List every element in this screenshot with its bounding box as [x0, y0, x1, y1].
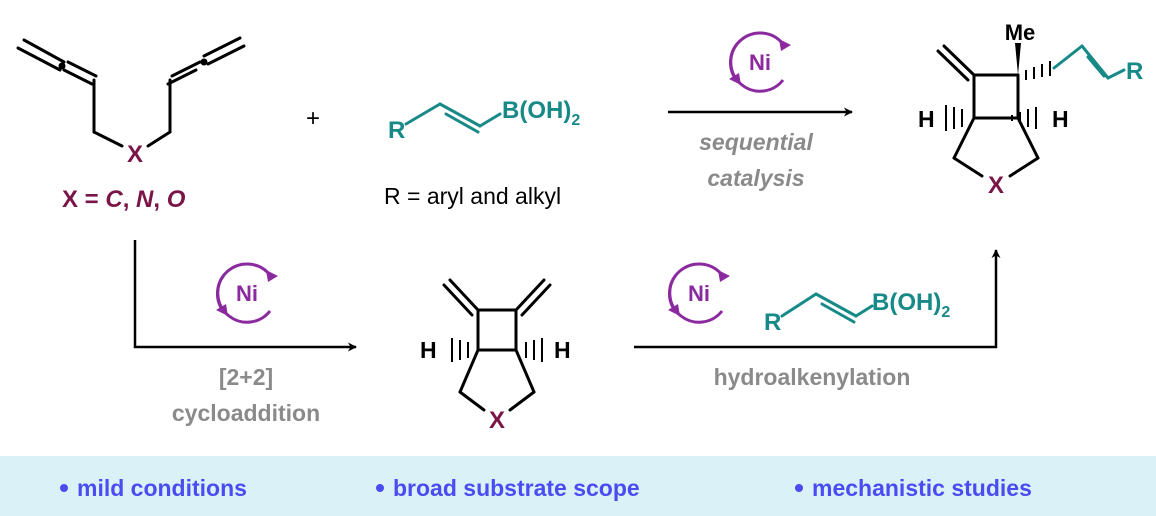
definition-sep-1: ,: [123, 186, 136, 213]
highlight-text: broad substrate scope: [393, 475, 640, 501]
boron-subscript: 2: [941, 304, 950, 321]
sequential-label-line2: catalysis: [707, 165, 804, 191]
cycloaddition-label-line2: cycloaddition: [172, 400, 320, 426]
ni-catalyst-label: Ni: [749, 50, 771, 75]
reagent-alkene: [780, 292, 874, 324]
product-methyl: Me: [1005, 20, 1036, 45]
ni-catalyst-label: Ni: [236, 281, 258, 306]
bullet-dot: [60, 483, 68, 492]
diallene-structure: [16, 36, 246, 148]
bullet-dot: [376, 483, 384, 492]
highlight-text: mild conditions: [77, 475, 247, 501]
product-heteroatom: X: [988, 172, 1004, 199]
ni-catalyst-cycle-sequential: Ni: [729, 31, 791, 93]
product-structure: [936, 43, 1126, 178]
definition-c: C: [105, 186, 123, 213]
intermediate-heteroatom: X: [489, 407, 505, 434]
hydroalkenylation-arrow: [634, 249, 1001, 349]
plus-sign: +: [306, 105, 320, 132]
substrate-scope-note: R = aryl and alkyl: [384, 183, 561, 209]
definition-o: O: [167, 186, 186, 213]
cycloaddition-label-line1: [2+2]: [219, 364, 273, 390]
ni-catalyst-cycle-cycloaddition: Ni: [216, 262, 278, 324]
bullet-dot: [795, 483, 803, 492]
reagent-boron: B(OH)2: [872, 289, 950, 321]
sequential-label-line1: sequential: [699, 129, 813, 155]
definition-prefix: X =: [62, 186, 105, 213]
highlight-mild-conditions: mild conditions: [60, 468, 247, 508]
reagent-r-group: R: [764, 309, 781, 336]
highlight-text: mechanistic studies: [812, 475, 1032, 501]
definition-n: N: [136, 186, 154, 213]
definition-sep-2: ,: [153, 186, 166, 213]
intermediate-h-right: H: [554, 337, 571, 363]
intermediate-h-left: H: [420, 337, 437, 363]
heteroatom-definition: X = C, N, O: [62, 186, 186, 213]
product-r-group: R: [1126, 58, 1143, 85]
boron-subscript: 2: [571, 112, 580, 129]
ni-catalyst-cycle-hydroalkenylation: Ni: [668, 262, 730, 324]
boron-group: B(OH): [872, 289, 941, 316]
boronic-acid-r-group: R: [388, 117, 405, 144]
hydroalkenylation-label: hydroalkenylation: [714, 364, 911, 390]
diallene-heteroatom: X: [127, 141, 143, 168]
boronic-acid-boron: B(OH)2: [502, 97, 580, 129]
boronic-acid-alkene: [404, 102, 502, 134]
highlight-mechanistic-studies: mechanistic studies: [795, 468, 1032, 508]
boron-group: B(OH): [502, 97, 571, 124]
highlights-banner: [0, 456, 1156, 516]
cycloaddition-arrow: [133, 240, 357, 352]
highlight-broad-scope: broad substrate scope: [376, 468, 640, 508]
product-h-right: H: [1052, 106, 1069, 132]
ni-catalyst-label: Ni: [688, 281, 710, 306]
product-h-left: H: [918, 106, 935, 132]
intermediate-structure: [442, 278, 552, 412]
